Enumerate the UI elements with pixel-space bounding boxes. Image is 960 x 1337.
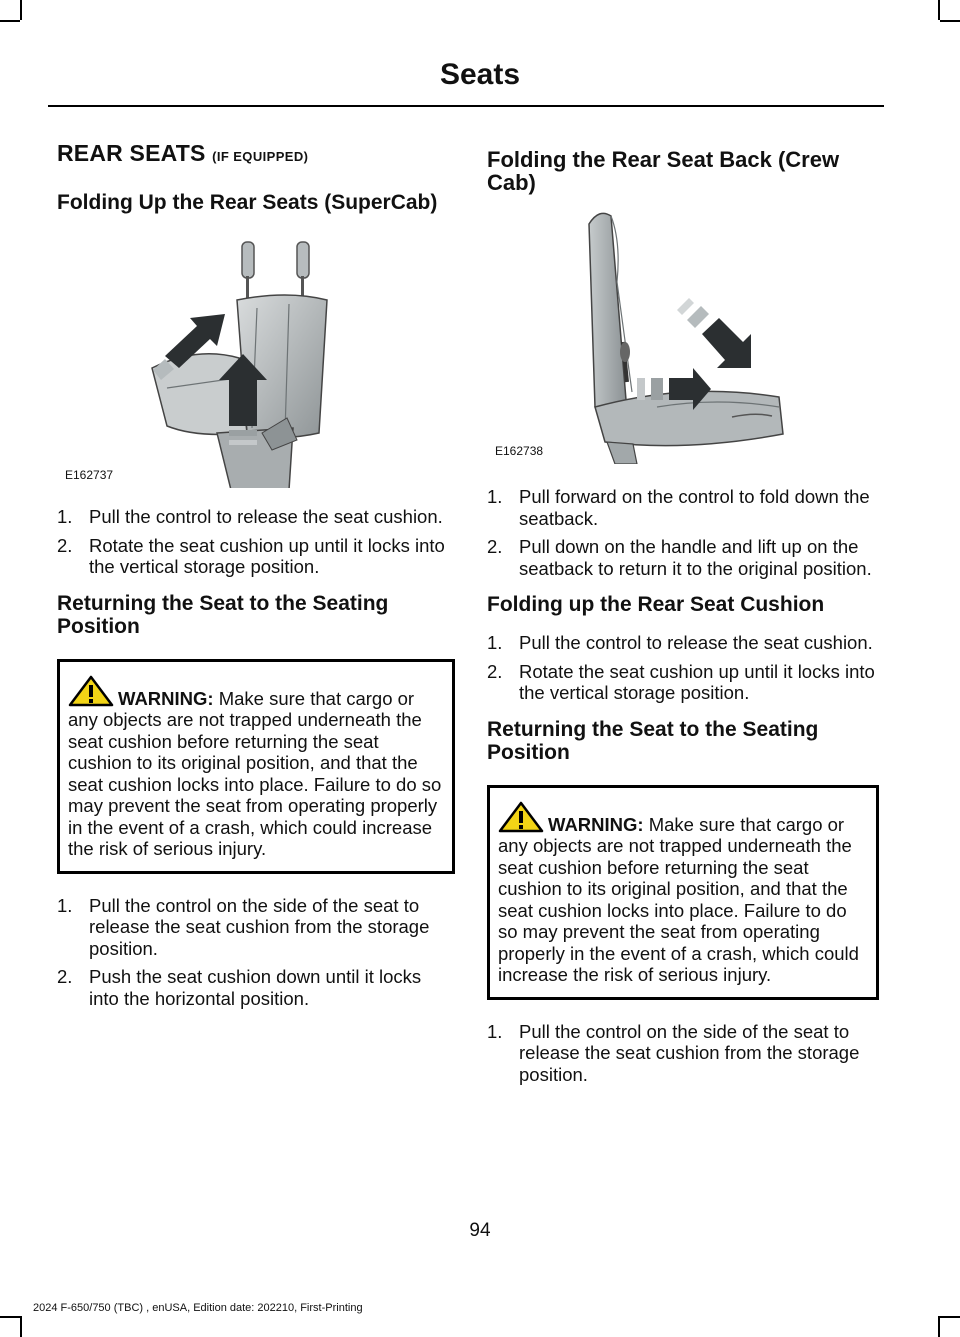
crop-mark (20, 0, 22, 20)
list-item: 1. Pull the control on the side of the se… (57, 895, 455, 960)
step-text: Push the seat cushion down until it lock… (89, 966, 422, 1009)
warning-icon (498, 801, 544, 832)
step-text: Pull the control on the side of the seat… (519, 1020, 860, 1085)
steps-list: 1. Pull the control on the side of the se… (57, 895, 455, 1010)
figure-seatback-fold: E162738 (487, 202, 879, 464)
section-suffix: (IF EQUIPPED) (212, 149, 309, 164)
subheading: Folding up the Rear Seat Cushion (487, 593, 825, 616)
step-text: Pull the control to release the seat cus… (519, 632, 873, 653)
left-column: REAR SEATS (IF EQUIPPED) Folding Up the … (57, 140, 455, 1016)
footer-text: 2024 F-650/750 (TBC) , enUSA, Edition da… (33, 1302, 363, 1314)
list-item: 2. Pull down on the handle and lift up on… (487, 536, 879, 579)
warning-text: Make sure that cargo or any objects are … (498, 813, 859, 986)
step-number: 2. (57, 534, 73, 556)
seat-fold-up-illustration (151, 241, 328, 488)
crop-mark (0, 20, 20, 22)
page-number: 94 (469, 1220, 491, 1241)
section-title: REAR SEATS (57, 140, 206, 166)
crop-mark (20, 1316, 22, 1337)
step-number: 1. (57, 506, 73, 527)
step-text: Pull the control to release the seat cus… (89, 506, 443, 527)
step-number: 2. (487, 660, 503, 682)
steps-list: 1. Pull forward on the control to fold do… (487, 486, 879, 579)
crop-mark (938, 1316, 940, 1337)
list-item: 2. Rotate the seat cushion up until it lo… (57, 535, 455, 578)
steps-list: 1. Pull the control to release the seat c… (487, 632, 879, 704)
step-number: 2. (487, 536, 503, 557)
step-text: Pull forward on the control to fold down… (519, 486, 870, 529)
warning-box: WARNING: Make sure that cargo or any obj… (487, 784, 879, 1000)
warning-text: Make sure that cargo or any objects are … (68, 687, 442, 860)
step-text: Pull down on the handle and lift up on t… (519, 536, 872, 579)
subheading: Folding the Rear Seat Back (Crew Cab) (487, 147, 840, 195)
list-item: 1. Pull forward on the control to fold do… (487, 486, 879, 529)
crop-mark (938, 0, 940, 20)
crop-mark (0, 1316, 20, 1318)
figure-seat-fold-up: E162737 (57, 228, 455, 488)
list-item: 1. Pull the control to release the seat c… (487, 632, 879, 654)
header-divider (48, 105, 884, 107)
list-item: 2. Rotate the seat cushion up until it lo… (487, 661, 879, 704)
step-number: 2. (57, 966, 73, 987)
section-heading: REAR SEATS (IF EQUIPPED) (57, 140, 455, 167)
steps-list: 1. Pull the control to release the seat c… (57, 506, 455, 578)
warning-icon (68, 675, 114, 706)
right-column: Folding the Rear Seat Back (Crew Cab) (487, 140, 879, 1092)
warning-label: WARNING: (548, 813, 644, 835)
figure-code: E162737 (65, 468, 114, 482)
steps-list: 1. Pull the control on the side of the se… (487, 1021, 879, 1086)
step-text: Rotate the seat cushion up until it lock… (89, 534, 445, 578)
step-number: 1. (487, 486, 503, 507)
crop-mark (940, 20, 960, 22)
list-item: 1. Pull the control to release the seat c… (57, 506, 455, 528)
warning-label: WARNING: (118, 687, 214, 709)
crop-mark (940, 1316, 960, 1318)
list-item: 2. Push the seat cushion down until it lo… (57, 966, 455, 1009)
seatback-fold-illustration (588, 212, 784, 464)
figure-code: E162738 (495, 444, 544, 458)
subheading: Returning the Seat to the Seating Positi… (57, 591, 389, 638)
warning-box: WARNING: Make sure that cargo or any obj… (57, 658, 455, 874)
step-text: Pull the control on the side of the seat… (89, 894, 430, 959)
page-title: Seats (439, 58, 521, 91)
step-number: 1. (487, 632, 503, 653)
subheading: Folding Up the Rear Seats (SuperCab) (57, 191, 438, 214)
subheading: Returning the Seat to the Seating Positi… (487, 717, 819, 764)
step-text: Rotate the seat cushion up until it lock… (519, 660, 875, 704)
step-number: 1. (487, 1020, 503, 1042)
step-number: 1. (57, 894, 73, 916)
list-item: 1. Pull the control on the side of the se… (487, 1021, 879, 1086)
